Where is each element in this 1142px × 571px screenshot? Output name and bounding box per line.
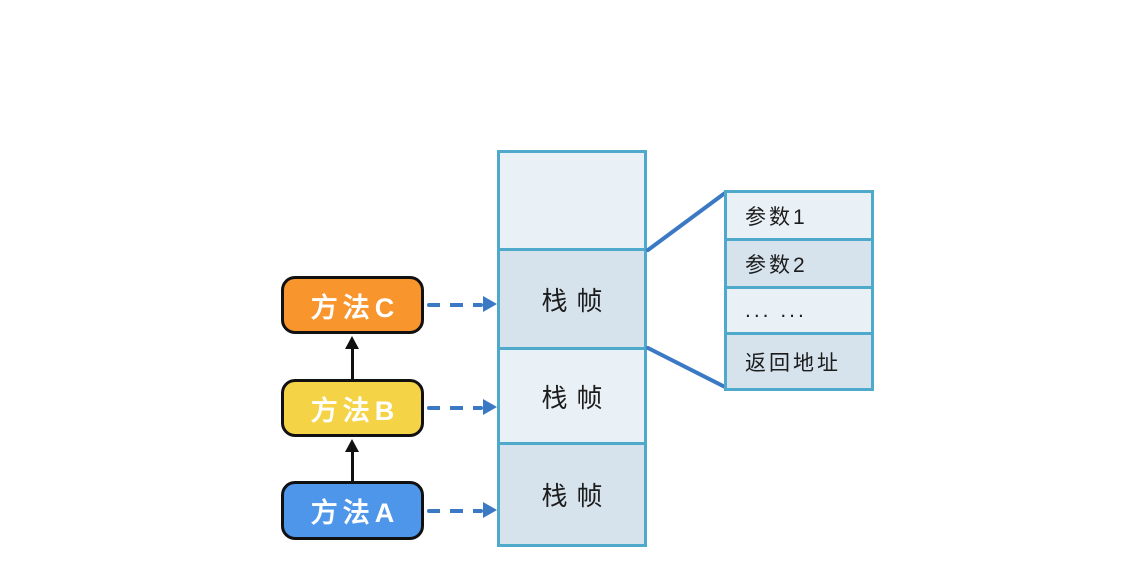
arrow-right-head-icon [483, 296, 497, 312]
connector-line-bottom [646, 346, 727, 389]
method-a-label: 方法A [310, 498, 400, 528]
dashed-line [427, 508, 483, 513]
arrow-right-head-icon [483, 399, 497, 415]
detail-row-param2: 参数2 [727, 238, 871, 286]
arrow-up-head-icon [345, 336, 359, 349]
stack-column: 栈帧 栈帧 栈帧 [497, 150, 647, 547]
stack-cell-frame-c: 栈帧 [500, 248, 644, 347]
frame-pointer-arrow-a-icon [427, 502, 497, 519]
method-b-box: 方法B [281, 379, 424, 437]
stack-cell-frame-b: 栈帧 [500, 347, 644, 442]
detail-row-return-address: 返回地址 [727, 332, 871, 388]
frame-pointer-arrow-c-icon [427, 296, 497, 313]
dashed-line [427, 405, 483, 410]
connector-line-top [646, 191, 727, 252]
method-a-box: 方法A [281, 481, 424, 540]
detail-row-param1: 参数1 [727, 193, 871, 238]
detail-row-ellipsis: ... ... [727, 286, 871, 332]
frame-detail-box: 参数1 参数2 ... ... 返回地址 [724, 190, 874, 391]
method-c-label: 方法C [310, 292, 400, 323]
frame-pointer-arrow-b-icon [427, 399, 497, 416]
arrow-line [351, 347, 354, 379]
method-c-box: 方法C [281, 276, 424, 334]
dashed-line [427, 302, 483, 307]
arrow-right-head-icon [483, 502, 497, 518]
call-arrow-a-to-b-icon [344, 439, 360, 481]
call-arrow-b-to-c-icon [344, 336, 360, 379]
method-b-label: 方法B [310, 395, 400, 426]
arrow-line [351, 450, 354, 481]
stack-cell-empty [500, 153, 644, 248]
arrow-up-head-icon [345, 439, 359, 452]
stack-cell-frame-a: 栈帧 [500, 442, 644, 544]
